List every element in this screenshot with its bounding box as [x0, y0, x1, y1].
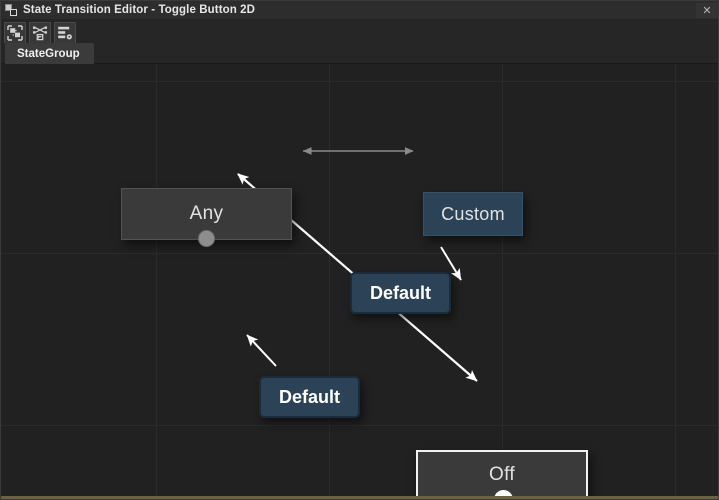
transition-stub-1 — [440, 246, 462, 281]
transition-label-text: Default — [278, 386, 340, 407]
state-node-any-label: Any — [189, 203, 224, 224]
transition-label-default-2[interactable]: Default — [259, 376, 360, 418]
state-node-custom[interactable]: Custom — [423, 192, 523, 236]
state-node-custom-label: Custom — [441, 203, 505, 224]
close-icon[interactable]: ✕ — [696, 3, 718, 18]
toolbar — [1, 20, 718, 46]
transition-stub-2 — [246, 334, 277, 367]
app-icon — [5, 3, 18, 17]
state-node-off-handle[interactable] — [494, 490, 513, 499]
title-bar[interactable]: State Transition Editor - Toggle Button … — [1, 1, 718, 20]
graph-canvas[interactable]: Any Custom Off Default Default — [1, 64, 718, 499]
state-node-off-label: Off — [489, 464, 515, 485]
list-properties-button[interactable] — [54, 22, 76, 44]
shuffle-layout-button[interactable] — [29, 22, 51, 44]
window-title: State Transition Editor - Toggle Button … — [23, 4, 256, 16]
shuffle-nodes-icon — [32, 25, 48, 41]
auto-layout-button[interactable] — [4, 22, 26, 44]
tab-strip: StateGroup — [1, 43, 718, 64]
list-settings-icon — [57, 25, 73, 41]
window-bottom-edge — [1, 496, 718, 499]
auto-layout-icon — [7, 25, 23, 41]
transition-label-default-1[interactable]: Default — [350, 272, 451, 314]
transition-label-text: Default — [369, 282, 431, 303]
tab-stategroup[interactable]: StateGroup — [5, 43, 94, 64]
state-node-any-handle[interactable] — [198, 230, 215, 247]
